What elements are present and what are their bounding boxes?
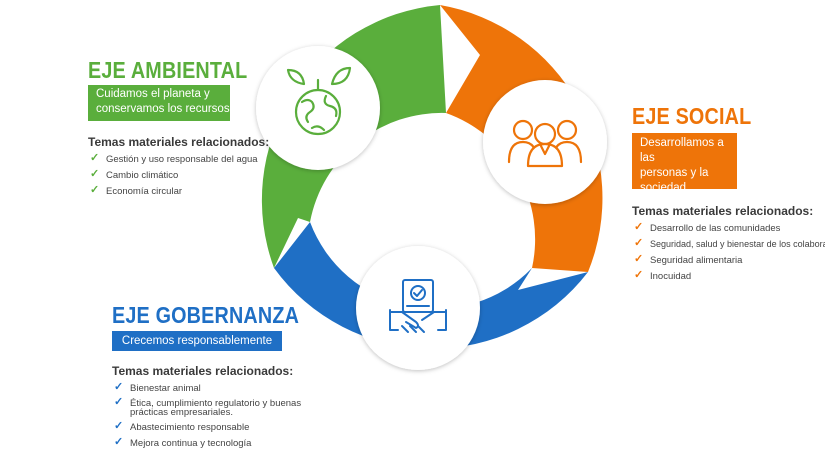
social-topics-heading: Temas materiales relacionados: [632,204,814,218]
list-item: ✓ Seguridad alimentaria [632,253,825,267]
list-item: ✓ Bienestar animal [112,381,301,395]
check-icon: ✓ [90,152,100,164]
gobernanza-arc [274,222,588,349]
list-item: ✓ Seguridad, salud y bienestar de los col… [632,237,825,250]
topic-label: Seguridad alimentaria [650,255,743,266]
list-item: ✓ Economía circular [88,184,269,198]
check-icon: ✓ [114,396,124,408]
gobernanza-tagline-line: Crecemos responsablemente [121,335,273,347]
ambiental-tagline-line: Cuidamos el planeta y [96,88,210,100]
check-icon: ✓ [90,168,100,180]
social-tagline: Desarrollamos a las personas y la socied… [632,133,737,194]
list-item: ✓ Ética, cumplimiento regulatorio y buena… [112,396,302,418]
ambiental-icon-circle [256,46,380,170]
ambiental-title: EJE AMBIENTAL [88,57,248,83]
topic-label: Desarrollo de las comunidades [650,223,781,234]
social-tagline-line: personas y la [640,167,709,179]
list-item: ✓ Desarrollo de las comunidades [632,221,825,235]
list-item: ✓ Cambio climático [88,168,269,182]
list-item: ✓ Inocuidad [632,269,825,283]
ambiental-topic-list: ✓ Gestión y uso responsable del agua ✓ Cam… [88,152,269,198]
list-item: ✓ Mejora continua y tecnología [112,436,301,450]
ambiental-topics: Temas materiales relacionados: ✓ Gestión … [88,135,269,202]
gobernanza-title: EJE GOBERNANZA [112,302,300,328]
ambiental-topics-heading: Temas materiales relacionados: [88,135,270,149]
social-icon-circle [483,80,607,204]
people-group-icon [507,119,583,168]
ambiental-tagline: Cuidamos el planeta y conservamos los re… [88,85,230,121]
social-topic-list: ✓ Desarrollo de las comunidades ✓ Segurida… [632,221,825,283]
topic-label: Inocuidad [650,271,692,282]
earth-leaves-icon [286,66,352,136]
topic-label: Mejora continua y tecnología [130,438,252,449]
social-tagline-line: Desarrollamos a las [640,137,724,164]
topic-label: Bienestar animal [130,383,201,394]
check-icon: ✓ [90,184,100,196]
gobernanza-topics-heading: Temas materiales relacionados: [112,364,294,378]
topic-label: Seguridad, salud y bienestar de los cola… [650,239,825,249]
gobernanza-tagline: Crecemos responsablemente [112,331,282,351]
social-topics: Temas materiales relacionados: ✓ Desarrol… [632,204,825,287]
handshake-document-icon [389,279,447,333]
gobernanza-topic-list: ✓ Bienestar animal ✓ Ética, cumplimiento r… [112,381,302,450]
list-item: ✓ Gestión y uso responsable del agua [88,152,269,166]
gobernanza-topics: Temas materiales relacionados: ✓ Bienesta… [112,364,301,454]
ambiental-tagline-line: conservamos los recursos [96,103,230,115]
social-title: EJE SOCIAL [632,103,752,129]
check-icon: ✓ [114,381,124,393]
topic-label: Abastecimiento responsable [130,422,250,433]
check-icon: ✓ [114,420,124,432]
topic-label: Economía circular [106,186,183,197]
check-icon: ✓ [634,237,644,249]
check-icon: ✓ [634,269,644,281]
check-icon: ✓ [114,436,124,448]
gobernanza-icon-circle [356,246,480,370]
topic-label-line: prácticas empresariales. [130,407,233,418]
check-icon: ✓ [634,221,644,233]
topic-label: Gestión y uso responsable del agua [106,154,258,165]
check-icon: ✓ [634,253,644,265]
topic-label: Cambio climático [106,170,179,181]
topic-label-line: Ética, cumplimiento regulatorio y buenas [130,398,302,409]
list-item: ✓ Abastecimiento responsable [112,420,301,434]
social-tagline-line: sociedad [640,182,687,194]
